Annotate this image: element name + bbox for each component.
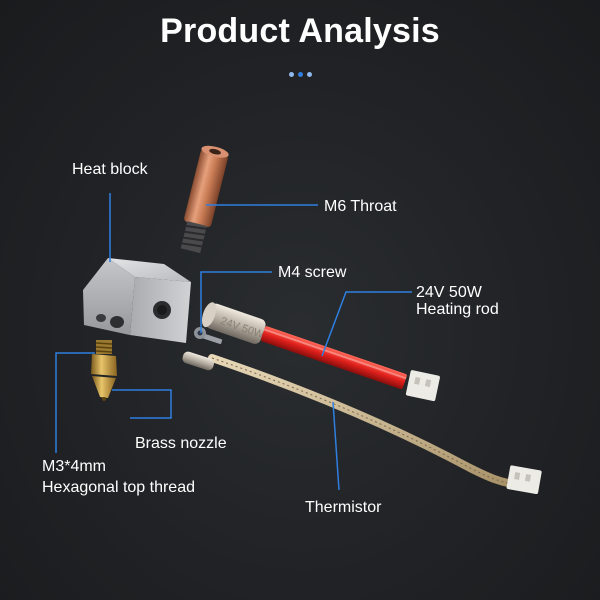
callout-lines xyxy=(55,193,412,491)
pagination-dot xyxy=(306,72,312,77)
callout-thermistor xyxy=(332,401,340,491)
heat-block-part xyxy=(83,258,191,343)
callout-thread xyxy=(55,352,95,453)
label-heat-block: Heat block xyxy=(72,161,148,178)
m6-throat-part xyxy=(180,145,229,254)
label-thread-type: Hexagonal top thread xyxy=(42,479,195,496)
brass-nozzle-part xyxy=(91,340,117,401)
callout-brass-nozzle xyxy=(112,389,172,419)
label-heating-rod: Heating rod xyxy=(416,301,499,318)
label-thermistor: Thermistor xyxy=(305,499,382,516)
label-m4-screw: M4 screw xyxy=(278,264,347,281)
heating-rod-part: 24V 50W xyxy=(201,302,440,402)
label-brass-nozzle: Brass nozzle xyxy=(135,435,227,452)
pagination-dot-active xyxy=(297,72,303,77)
callout-heating-rod xyxy=(321,291,412,357)
pagination-dots xyxy=(0,64,600,82)
pagination-dot xyxy=(288,72,294,77)
callout-m4-screw xyxy=(200,271,272,333)
label-heating-rod-spec: 24V 50W xyxy=(416,284,482,301)
thermistor-part xyxy=(182,351,542,494)
page-title: Product Analysis xyxy=(160,12,440,50)
label-m6-throat: M6 Throat xyxy=(324,198,397,215)
label-thread-size: M3*4mm xyxy=(42,458,107,475)
